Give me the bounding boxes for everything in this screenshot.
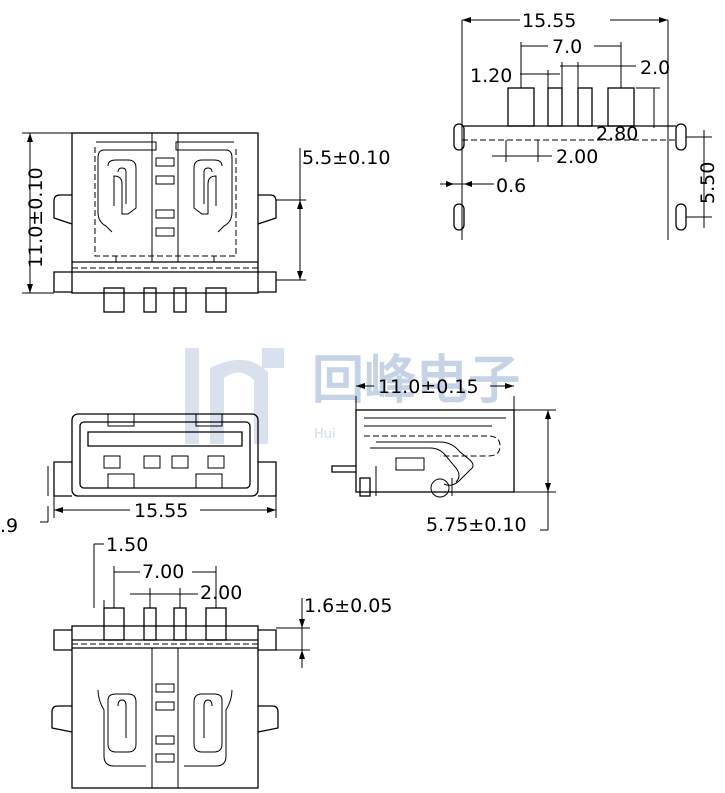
dim-top-height-total: 11.0±0.10 [25,167,47,268]
watermark-brand: 回峰电子 [312,351,520,411]
dim-pad-width: 1.20 [470,65,512,87]
dim-bottom-pad-width: 1.50 [106,534,148,556]
dim-bottom-pin-span: 7.00 [142,561,184,583]
pad-view: 15.55 7.0 1.20 2.0 2.80 2.00 0.6 5.50 [440,10,719,240]
watermark-logo [185,348,284,444]
dim-pad-width-total: 15.55 [522,10,576,32]
dim-side-length: 11.0±0.15 [378,376,479,398]
dim-front-width: 15.55 [134,500,188,522]
watermark-sub: Hui [314,427,336,442]
dim-pad-pin-span: 7.0 [552,36,582,58]
watermark: 回峰电子 Hui [185,348,520,444]
dim-pad-slot-width: 0.6 [496,175,526,197]
top-view: 11.0±0.10 5.5±0.10 [22,132,390,313]
dim-bottom-pitch: 2.00 [200,582,242,604]
bottom-view: 1.50 7.00 2.00 1.6±0.05 [51,534,392,789]
dim-pad-slot-span: 5.50 [697,162,719,204]
dim-top-height-partial: 5.5±0.10 [302,147,390,169]
dim-side-height: 5.75±0.10 [426,514,527,536]
front-view: 15.55 .9 [0,413,277,537]
side-view: 11.0±0.15 5.75±0.10 [331,376,556,536]
dim-front-height: .9 [0,515,18,537]
dim-pad-pitch-top: 2.0 [640,57,670,79]
dim-bottom-offset: 1.6±0.05 [304,595,392,617]
dim-pad-length: 2.80 [596,123,638,145]
dim-pad-pad-pitch: 2.00 [556,146,598,168]
